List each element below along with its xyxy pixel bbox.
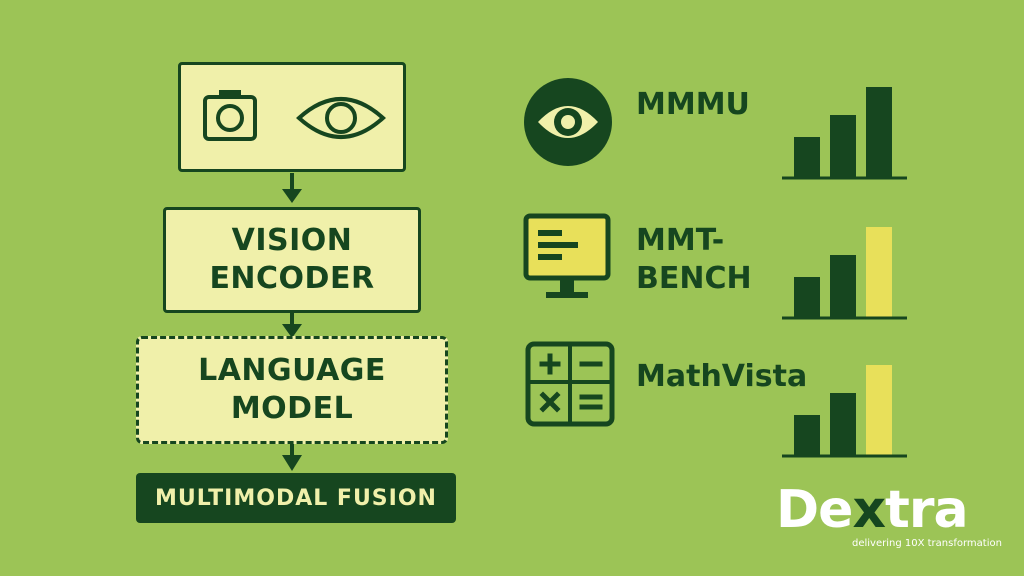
- down-arrow-icon: [280, 312, 304, 346]
- language-model-box: LANGUAGE MODEL: [136, 336, 448, 444]
- bar: [794, 415, 820, 455]
- mini-bar-chart: [782, 82, 912, 182]
- logo-text-pre: De: [776, 480, 853, 540]
- eye-icon: [522, 76, 618, 172]
- bar: [830, 255, 856, 317]
- vision-encoder-label: VISION ENCODER: [209, 223, 375, 296]
- monitor-icon: [522, 212, 618, 312]
- vision-encoder-box: VISION ENCODER: [163, 207, 421, 313]
- bar: [866, 87, 892, 177]
- mini-bar-chart: [782, 222, 912, 322]
- mini-bar-chart: [782, 360, 912, 460]
- multimodal-fusion-label: MULTIMODAL FUSION: [155, 485, 437, 511]
- benchmark-label-mathvista: MathVista: [636, 359, 808, 394]
- bar: [830, 115, 856, 177]
- language-model-label: LANGUAGE MODEL: [198, 353, 386, 426]
- input-icons: [203, 90, 386, 141]
- down-arrow-icon: [280, 173, 304, 207]
- down-arrow-icon: [280, 443, 304, 477]
- bar: [794, 137, 820, 177]
- bar: [830, 393, 856, 455]
- dextra-logo: Dextra: [776, 480, 969, 540]
- brand-tagline: delivering 10X transformation: [852, 538, 1002, 549]
- logo-text-x: x: [852, 480, 886, 540]
- input-box: [178, 62, 406, 172]
- eye-icon: [296, 97, 386, 139]
- calculator-icon: [524, 340, 620, 432]
- benchmark-label-mmmu: MMMU: [636, 87, 750, 122]
- benchmark-label-mmt-bench: MMT- BENCH: [636, 223, 752, 296]
- bar: [794, 277, 820, 317]
- camera-icon: [203, 90, 257, 141]
- multimodal-fusion-box: MULTIMODAL FUSION: [136, 473, 456, 523]
- logo-text-post: tra: [884, 480, 969, 540]
- bar: [866, 365, 892, 455]
- bar: [866, 227, 892, 317]
